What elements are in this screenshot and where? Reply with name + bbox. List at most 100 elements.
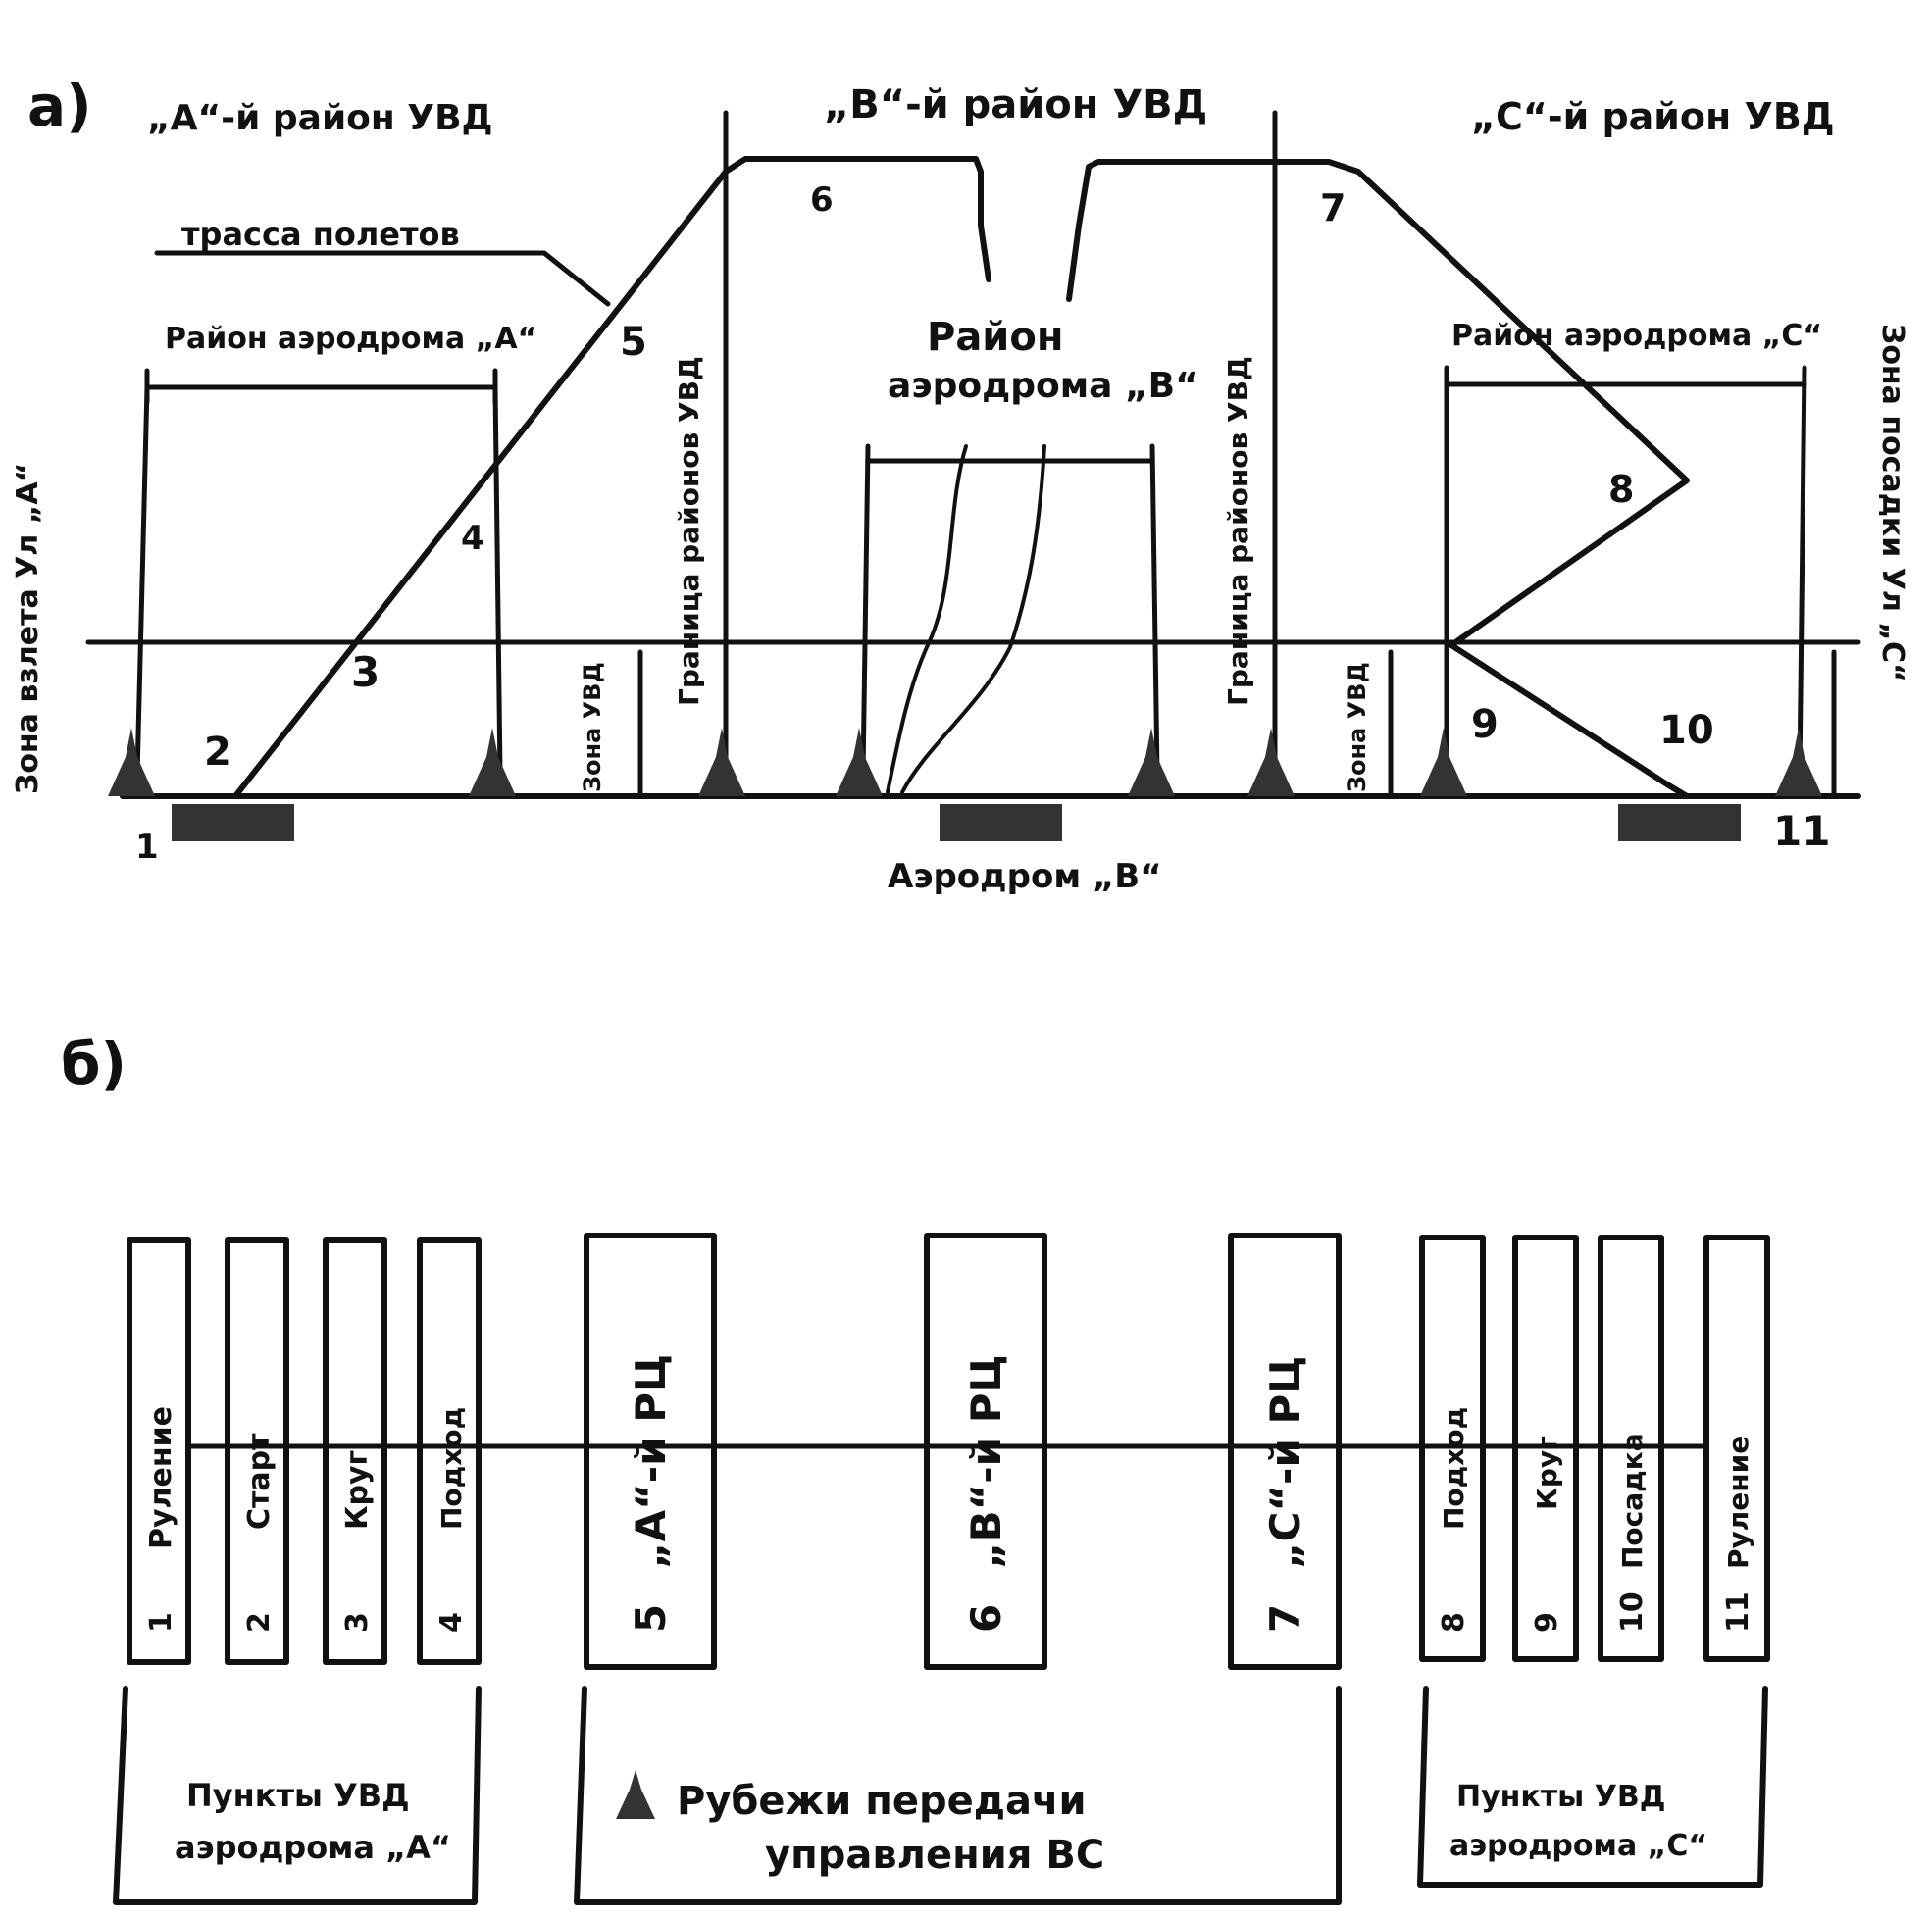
box-text-10: Посадка xyxy=(1616,1433,1649,1569)
box-text-5: „А“-й РЦ xyxy=(627,1354,675,1569)
box-numbers: 1 2 3 4 5 6 7 8 9 10 11 xyxy=(144,1591,1755,1633)
flight-route-segment-1 xyxy=(232,156,991,799)
group-mid-label-2: управления ВС xyxy=(765,1833,1104,1878)
route-point-9: 9 xyxy=(1471,702,1499,747)
panel-b: б) 1 2 3 4 5 6 7 8 9 10 xyxy=(61,1031,1770,1905)
bracket-aerodrome-c xyxy=(1417,1686,1768,1888)
route-label: трасса полетов xyxy=(181,216,460,253)
box-text-4: Подход xyxy=(435,1407,468,1530)
handoff-marker xyxy=(836,728,883,796)
route-point-11: 11 xyxy=(1773,807,1830,855)
route-point-2: 2 xyxy=(204,730,231,775)
region-a-title: „А“-й район УВД xyxy=(147,98,493,138)
box-num-11: 11 xyxy=(1721,1591,1755,1633)
area-b-track-2 xyxy=(900,444,1046,794)
area-b-left-line xyxy=(860,443,871,778)
control-boxes xyxy=(127,1233,1770,1670)
box-4 xyxy=(417,1237,482,1665)
handoff-marker xyxy=(1247,728,1295,796)
zone-uvd-label-1: Зона УВД xyxy=(579,662,606,792)
box-num-5: 5 xyxy=(627,1604,675,1633)
aerodrome-area-b-line2: аэродрома „В“ xyxy=(888,366,1198,406)
runway-a xyxy=(172,804,294,841)
boundary-label-bc: Граница районов УВД xyxy=(1222,356,1254,706)
route-point-10: 10 xyxy=(1659,708,1714,753)
box-num-9: 9 xyxy=(1530,1612,1564,1633)
area-b-track-1 xyxy=(886,444,968,794)
box-num-6: 6 xyxy=(962,1604,1010,1633)
handoff-marker xyxy=(1775,728,1822,796)
box-5 xyxy=(584,1233,717,1670)
handoff-marker xyxy=(108,728,155,796)
box-text-11: Руление xyxy=(1722,1436,1754,1569)
panel-b-label: б) xyxy=(61,1031,127,1097)
region-b-title: „В“-й район УВД xyxy=(824,82,1207,127)
box-num-1: 1 xyxy=(144,1612,178,1633)
group-mid-label-1: Рубежи передачи xyxy=(677,1779,1087,1824)
handoff-marker xyxy=(1420,728,1467,796)
box-11 xyxy=(1703,1235,1770,1662)
box-num-2: 2 xyxy=(242,1612,277,1633)
box-num-8: 8 xyxy=(1437,1612,1471,1633)
group-brackets xyxy=(113,1686,1768,1905)
route-point-8: 8 xyxy=(1608,468,1634,511)
aerodrome-area-b-line1: Район xyxy=(927,315,1063,360)
box-8 xyxy=(1419,1235,1486,1662)
box-2 xyxy=(225,1237,289,1665)
handoff-marker xyxy=(1128,728,1175,796)
handoff-legend-marker xyxy=(616,1770,655,1819)
box-text-6: „В“-й РЦ xyxy=(962,1355,1010,1569)
bracket-handoff xyxy=(574,1686,1342,1905)
flight-route-segment-2 xyxy=(1066,159,1690,799)
group-c-label-1: Пункты УВД xyxy=(1456,1780,1665,1814)
box-text-9: Круг xyxy=(1531,1436,1563,1510)
handoff-markers xyxy=(108,728,1822,796)
area-a-left-line xyxy=(134,384,150,778)
box-1 xyxy=(127,1237,191,1665)
aerodrome-area-a-label: Район аэродрома „А“ xyxy=(165,322,536,356)
box-num-4: 4 xyxy=(434,1612,469,1633)
box-6 xyxy=(924,1233,1047,1670)
aerodrome-area-c-label: Район аэродрома „С“ xyxy=(1451,319,1822,353)
box-text-2: Старт xyxy=(242,1433,277,1530)
route-point-3: 3 xyxy=(351,648,380,696)
box-10 xyxy=(1598,1235,1664,1662)
area-c-right-line xyxy=(1797,365,1807,778)
panel-a: а) „А“-й район УВД „В“-й район УВД „С“-й… xyxy=(11,73,1909,896)
aerodrome-b-label: Аэродром „В“ xyxy=(888,857,1162,896)
runway-c xyxy=(1618,804,1741,841)
box-7 xyxy=(1228,1233,1342,1670)
bracket-aerodrome-a xyxy=(113,1686,482,1905)
area-a-right-line xyxy=(492,384,503,778)
group-a-label-2: аэродрома „А“ xyxy=(175,1829,451,1866)
route-point-6: 6 xyxy=(810,180,834,220)
route-leader xyxy=(154,250,611,307)
box-text-7: „С“-й РЦ xyxy=(1261,1356,1309,1569)
zone-uvd-label-2: Зона УВД xyxy=(1344,662,1371,792)
region-c-title: „С“-й район УВД xyxy=(1471,95,1835,138)
route-point-1: 1 xyxy=(135,828,159,867)
box-text-3: Круг xyxy=(340,1450,375,1530)
zone-landing-label: Зона посадки Ул „С“ xyxy=(1875,324,1909,682)
route-point-5: 5 xyxy=(620,320,647,365)
box-9 xyxy=(1512,1235,1579,1662)
box-num-3: 3 xyxy=(340,1612,375,1633)
box-num-7: 7 xyxy=(1261,1604,1309,1633)
handoff-marker xyxy=(698,728,745,796)
box-texts: Руление Старт Круг Подход „А“-й РЦ „В“-й… xyxy=(144,1354,1754,1569)
box-3 xyxy=(323,1237,387,1665)
route-point-4: 4 xyxy=(461,519,484,558)
box-text-8: Подход xyxy=(1438,1407,1470,1530)
group-c-label-2: аэродрома „С“ xyxy=(1449,1829,1707,1863)
zone-takeoff-label: Зона взлета Ул „А“ xyxy=(11,463,45,794)
route-point-7: 7 xyxy=(1320,186,1346,229)
group-a-label-1: Пункты УВД xyxy=(186,1777,410,1814)
handoff-marker xyxy=(469,728,516,796)
area-b-right-line xyxy=(1149,443,1160,778)
runway-b xyxy=(940,804,1062,841)
box-num-10: 10 xyxy=(1615,1591,1650,1633)
boundary-label-ab: Граница районов УВД xyxy=(673,356,705,706)
panel-a-label: а) xyxy=(27,73,92,139)
box-text-1: Руление xyxy=(144,1406,178,1549)
